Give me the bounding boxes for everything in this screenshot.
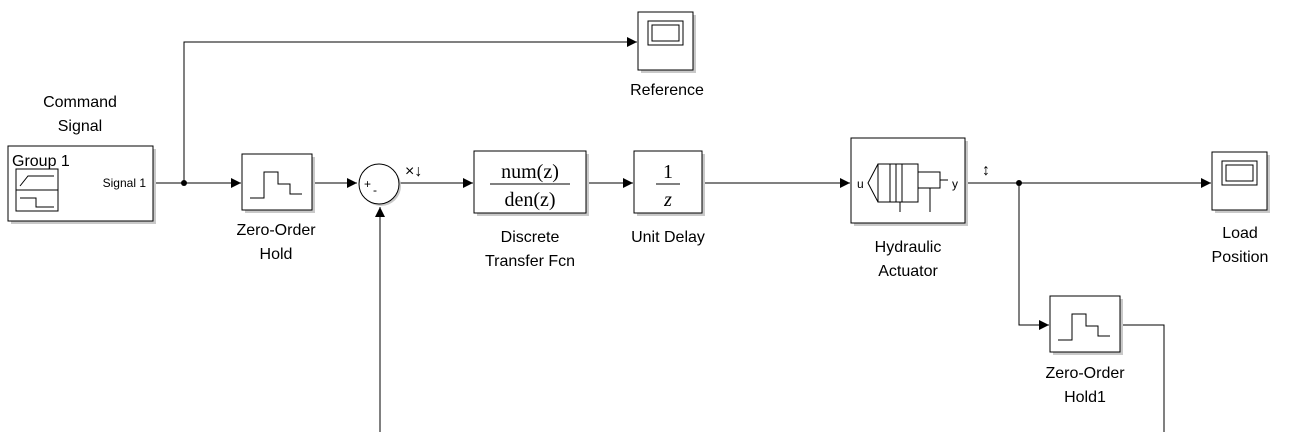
command-signal-name-line2: Signal xyxy=(58,118,102,135)
unit-delay-block[interactable]: 1 z xyxy=(633,150,705,216)
command-signal-block[interactable]: Group 1 Signal 1 xyxy=(7,145,156,224)
zoh-name-line1: Zero-Order xyxy=(236,222,316,239)
delay-numerator: 1 xyxy=(663,161,673,183)
actuator-name-line2: Actuator xyxy=(878,263,938,280)
branch-point xyxy=(181,180,187,186)
zoh-staircase-icon xyxy=(250,171,302,199)
command-signal-port-label: Signal 1 xyxy=(103,176,147,190)
zero-order-hold-block[interactable] xyxy=(241,153,315,213)
signal-line-to-zoh1[interactable] xyxy=(1018,183,1049,330)
signal-line-to-reference[interactable] xyxy=(183,37,637,183)
zero-order-hold1-block[interactable] xyxy=(1049,295,1123,355)
tf-numerator: num(z) xyxy=(501,161,559,183)
reference-name: Reference xyxy=(630,82,704,99)
tf-denominator: den(z) xyxy=(504,189,555,211)
reference-scope-block[interactable] xyxy=(637,11,696,73)
sum-minus-sign: - xyxy=(373,183,377,197)
discrete-transfer-fcn-block[interactable]: num(z) den(z) xyxy=(473,150,589,216)
sum-block[interactable]: + - xyxy=(358,163,401,206)
load-position-scope-block[interactable] xyxy=(1211,151,1270,213)
tf-name-line2: Transfer Fcn xyxy=(485,253,575,270)
signal-marker-actuator-output: ↕ xyxy=(982,162,990,179)
actuator-name-line1: Hydraulic xyxy=(875,239,942,256)
command-signal-name-line1: Command xyxy=(43,94,117,111)
zoh-name-line2: Hold xyxy=(260,246,293,263)
branch-point xyxy=(1016,180,1022,186)
signal-marker-sum-output: ×↓ xyxy=(405,163,422,180)
sum-plus-sign: + xyxy=(364,177,371,191)
zoh1-staircase-icon xyxy=(1058,313,1110,341)
signal-editor-icon xyxy=(15,168,59,212)
hydraulic-actuator-block[interactable]: u y xyxy=(850,137,968,226)
zoh1-name-line2: Hold1 xyxy=(1064,389,1106,406)
actuator-port-u: u xyxy=(857,177,864,191)
actuator-port-y: y xyxy=(952,177,958,191)
zoh1-name-line1: Zero-Order xyxy=(1045,365,1125,382)
load-position-name-line1: Load xyxy=(1222,225,1258,242)
delay-denominator: z xyxy=(663,189,672,211)
signal-line-zoh1-feedback[interactable] xyxy=(1121,324,1165,432)
command-signal-group-label: Group 1 xyxy=(12,153,70,170)
scope-screen-icon xyxy=(647,20,684,46)
scope-screen-icon xyxy=(1221,160,1258,186)
unit-delay-name: Unit Delay xyxy=(631,229,705,246)
signal-lines xyxy=(154,37,1211,432)
load-position-name-line2: Position xyxy=(1212,249,1269,266)
tf-name-line1: Discrete xyxy=(501,229,560,246)
hydraulic-cylinder-icon xyxy=(867,163,948,212)
